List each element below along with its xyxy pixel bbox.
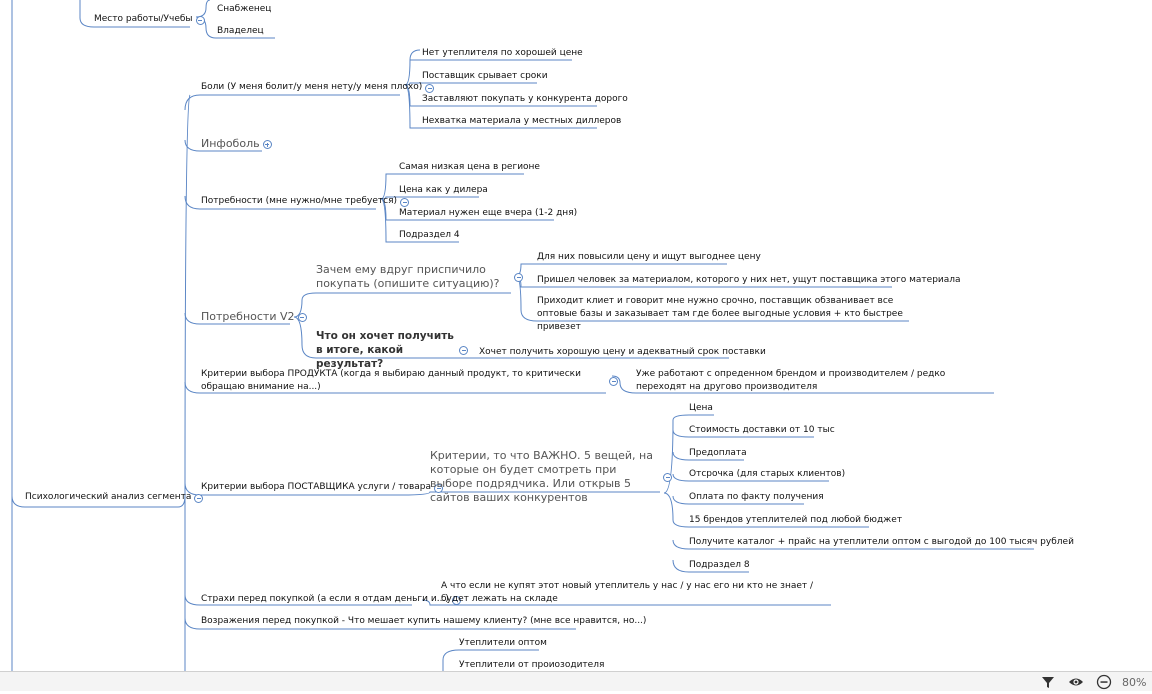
mind-map-node-z3[interactable]: Приходит клиет и говорит мне нужно срочн…: [537, 296, 903, 332]
mind-map-node-snab[interactable]: Снабженец: [217, 4, 272, 14]
collapse-icon[interactable]: [451, 595, 461, 605]
collapse-icon[interactable]: [663, 473, 672, 482]
mind-map-node-b1[interactable]: Нет утеплителя по хорошей цене: [422, 48, 583, 58]
collapse-icon[interactable]: [609, 377, 618, 386]
connector-lines: [11, 0, 1034, 671]
collapse-icon[interactable]: [297, 313, 307, 322]
collapse-icon[interactable]: [459, 346, 468, 355]
mind-map-node-b3[interactable]: Заставляют покупать у конкурента дорого: [422, 94, 628, 104]
mind-map-node-k8[interactable]: Подраздел 8: [689, 560, 750, 570]
filter-icon[interactable]: [1040, 674, 1056, 690]
mind-map-node-p1[interactable]: Самая низкая цена в регионе: [399, 162, 540, 172]
mind-map-node-strah[interactable]: Страхи перед покупкой (а если я отдам де…: [201, 594, 449, 604]
mind-map-node-b2[interactable]: Поставщик срывает сроки: [422, 71, 548, 81]
mind-map-node-b4[interactable]: Нехватка материала у местных диллеров: [422, 116, 622, 126]
collapse-icon[interactable]: [400, 197, 410, 207]
mind-map-node-krit_vazh[interactable]: Критерии, то что ВАЖНО. 5 вещей, на кото…: [430, 449, 653, 504]
eye-icon[interactable]: [1068, 674, 1084, 690]
mind-map-node-k4[interactable]: Отсрочка (для старых клиентов): [689, 469, 846, 479]
mind-map-node-boli[interactable]: Боли (У меня болит/у меня нету/у меня пл…: [201, 82, 423, 92]
status-bar: 80%: [0, 671, 1152, 691]
mind-map-node-mesto[interactable]: Место работы/Учебы: [94, 14, 193, 24]
mind-map-node-infobol[interactable]: Инфоболь: [201, 137, 260, 150]
mind-map-node-k6[interactable]: 15 брендов утеплителей под любой бюджет: [689, 515, 903, 525]
mind-map-node-p3[interactable]: Материал нужен еще вчера (1-2 дня): [399, 208, 578, 218]
mind-map-node-z2[interactable]: Пришел человек за материалом, которого у…: [537, 275, 961, 285]
mind-map-node-chto[interactable]: Что он хочет получить в итоге, какой рез…: [316, 330, 454, 370]
collapse-icon[interactable]: [425, 83, 435, 93]
mind-map-node-zachem[interactable]: Зачем ему вдруг приспичило покупать (опи…: [316, 263, 500, 290]
mind-map-node-potr[interactable]: Потребности (мне нужно/мне требуется): [201, 196, 398, 206]
collapse-icon[interactable]: [434, 483, 443, 493]
mind-map-node-k7[interactable]: Получите каталог + прайс на утеплители о…: [689, 537, 1074, 547]
mind-map-node-kp1[interactable]: Уже работают с опреденном брендом и прои…: [636, 369, 946, 392]
mind-map-node-s1[interactable]: А что если не купят этот новый утеплител…: [441, 581, 814, 604]
collapse-icon[interactable]: [195, 15, 205, 25]
mind-map-node-k5[interactable]: Оплата по факту получения: [689, 492, 824, 502]
mind-map-node-krit_post[interactable]: Критерии выбора ПОСТАВЩИКА услуги / това…: [201, 482, 431, 492]
minus-icon[interactable]: [1096, 674, 1112, 690]
collapse-icon[interactable]: [194, 493, 204, 503]
mind-map-node-k1[interactable]: Цена: [689, 403, 713, 413]
mind-map-node-vozr[interactable]: Возражения перед покупкой - Что мешает к…: [201, 616, 647, 626]
expand-icon[interactable]: [262, 140, 272, 149]
mind-map-node-potrv2[interactable]: Потребности V2: [201, 310, 295, 323]
mind-map-node-c1[interactable]: Хочет получить хорошую цену и адекватный…: [479, 347, 766, 357]
mind-map-node-krit_prod[interactable]: Критерии выбора ПРОДУКТА (когда я выбира…: [201, 369, 581, 392]
mind-map-node-k3[interactable]: Предоплата: [689, 448, 747, 458]
mind-map-node-u2[interactable]: Утеплители от проиозодителя: [459, 660, 605, 670]
mind-map-node-p2[interactable]: Цена как у дилера: [399, 185, 488, 195]
zoom-level: 80%: [1122, 676, 1147, 689]
mind-map-node-psih[interactable]: Психологический анализ сегмента: [25, 492, 192, 502]
mind-map-node-z1[interactable]: Для них повысили цену и ищут выгоднее це…: [537, 252, 761, 262]
mind-map-node-p4[interactable]: Подраздел 4: [399, 230, 460, 240]
mind-map-node-u1[interactable]: Утеплители оптом: [459, 638, 547, 648]
mind-map-node-k2[interactable]: Стоимость доставки от 10 тыс: [689, 425, 835, 435]
mind-map-node-vlad[interactable]: Владелец: [217, 26, 264, 36]
collapse-icon[interactable]: [514, 273, 523, 282]
